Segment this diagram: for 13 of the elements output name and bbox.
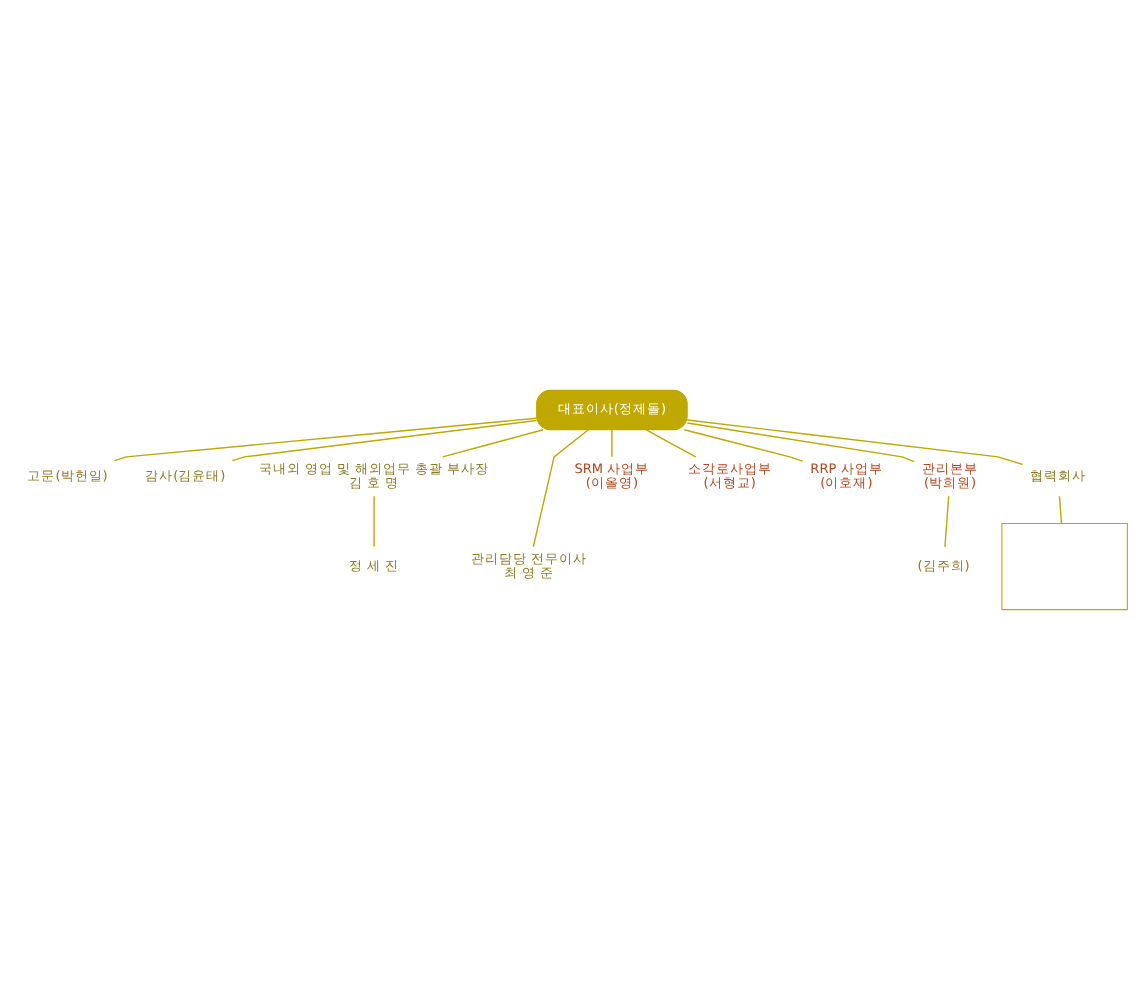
connector (113, 417, 538, 462)
connector (231, 419, 538, 462)
connector (686, 419, 1024, 466)
connector (442, 429, 544, 458)
connector (1058, 495, 1063, 525)
connector (683, 429, 804, 462)
connector (944, 495, 950, 548)
connector (645, 429, 697, 458)
connector (373, 495, 375, 548)
node-box (1001, 522, 1128, 611)
connector (611, 429, 613, 458)
connector (686, 422, 915, 463)
connector (532, 429, 590, 548)
